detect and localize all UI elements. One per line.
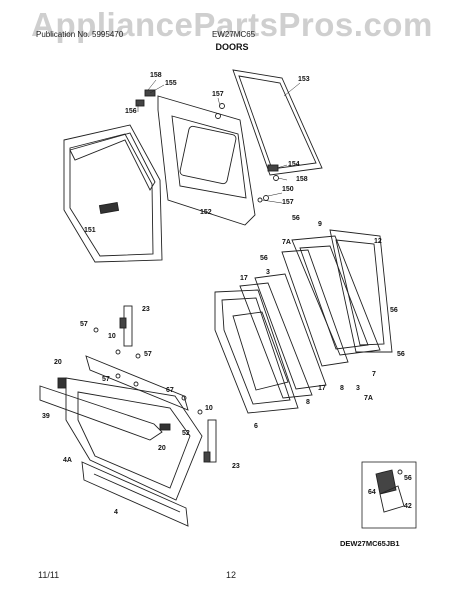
callout-17: 17	[240, 275, 248, 282]
lower-door-outer-panel	[39, 377, 203, 501]
callout-23: 23	[232, 463, 240, 470]
callout-57: 57	[102, 376, 110, 383]
callout-158: 158	[150, 72, 162, 79]
callout-157: 157	[282, 199, 294, 206]
upper-door-glass	[232, 69, 323, 176]
callout-9: 9	[318, 221, 322, 228]
callout-8: 8	[340, 385, 344, 392]
callout-10: 10	[205, 405, 213, 412]
callout-7: 7	[372, 371, 376, 378]
callout-56: 56	[292, 215, 300, 222]
callout-155: 155	[165, 80, 177, 87]
callout-52: 52	[182, 430, 190, 437]
model-series: EW27MC65	[212, 30, 256, 39]
callout-3: 3	[266, 269, 270, 276]
callout-6: 6	[254, 423, 258, 430]
inset-callout-56: 56	[404, 475, 412, 482]
callout-3: 3	[356, 385, 360, 392]
callout-23: 23	[142, 306, 150, 313]
callout-labels: 158155156157153151152154158150157569127A…	[42, 72, 412, 516]
callout-56: 56	[260, 255, 268, 262]
callout-67: 67	[166, 387, 174, 394]
callout-12: 12	[374, 238, 382, 245]
callout-7A: 7A	[364, 395, 373, 402]
callout-57: 57	[80, 321, 88, 328]
inset-detail-box	[361, 461, 417, 529]
section-title: DOORS	[215, 42, 249, 52]
leader-lines	[137, 79, 301, 204]
callout-56: 56	[397, 351, 405, 358]
callout-57: 57	[144, 351, 152, 358]
page-number: 12	[226, 570, 237, 580]
callout-157: 157	[212, 91, 224, 98]
callout-4A: 4A	[63, 457, 72, 464]
callout-7A: 7A	[282, 239, 291, 246]
callout-151: 151	[84, 227, 96, 234]
watermark: AppliancePartsPros.com	[31, 6, 433, 43]
inset-model-code: DEW27MC65JB1	[340, 539, 400, 548]
callout-8: 8	[306, 399, 310, 406]
lower-hinges	[93, 305, 217, 463]
callout-152: 152	[200, 209, 212, 216]
callout-4: 4	[114, 509, 118, 516]
inset-callout-42: 42	[404, 503, 412, 510]
callout-153: 153	[298, 76, 310, 83]
callout-158: 158	[296, 176, 308, 183]
callout-56: 56	[390, 307, 398, 314]
footer-date: 11/11	[38, 570, 60, 580]
callout-156: 156	[125, 108, 137, 115]
lower-door-panel-stack	[214, 229, 393, 414]
callout-20: 20	[158, 445, 166, 452]
callout-10: 10	[108, 333, 116, 340]
lower-door-top-trim	[85, 355, 189, 411]
upper-hinge-parts	[135, 89, 279, 203]
upper-door-inner-frame	[157, 95, 256, 226]
callout-150: 150	[282, 186, 294, 193]
callout-20: 20	[54, 359, 62, 366]
lower-door-kick-panel	[81, 461, 189, 527]
callout-154: 154	[288, 161, 300, 168]
publication-number: Publication No. 5995470	[36, 30, 124, 39]
upper-door-front-panel	[63, 124, 163, 263]
inset-callout-64: 64	[368, 489, 376, 496]
callout-39: 39	[42, 413, 50, 420]
callout-17: 17	[318, 385, 326, 392]
